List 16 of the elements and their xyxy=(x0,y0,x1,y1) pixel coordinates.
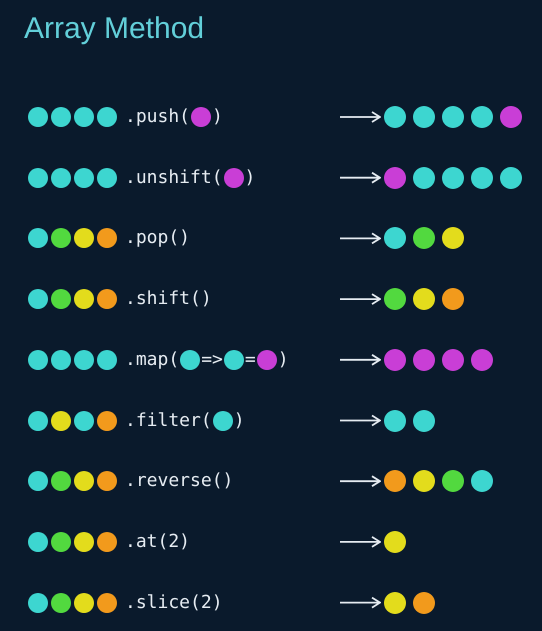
method-text: .unshift( xyxy=(125,166,223,189)
method-text: .slice(2) xyxy=(125,592,223,614)
title: Array Method xyxy=(24,12,204,46)
method-text: ) xyxy=(278,348,289,371)
method-text: .filter( xyxy=(125,410,212,432)
method-text: .reverse() xyxy=(125,470,234,492)
method-text: .at(2) xyxy=(125,530,190,553)
method-text: .pop() xyxy=(125,227,190,250)
method-text: ) xyxy=(212,106,223,128)
method-text: ) xyxy=(244,166,256,189)
method-text: => xyxy=(201,348,223,371)
method-text: = xyxy=(244,348,256,371)
method-text: .shift() xyxy=(125,288,212,310)
method-text: .map( xyxy=(125,348,180,371)
method-text: .push( xyxy=(125,106,190,128)
method-text: ) xyxy=(234,410,245,432)
